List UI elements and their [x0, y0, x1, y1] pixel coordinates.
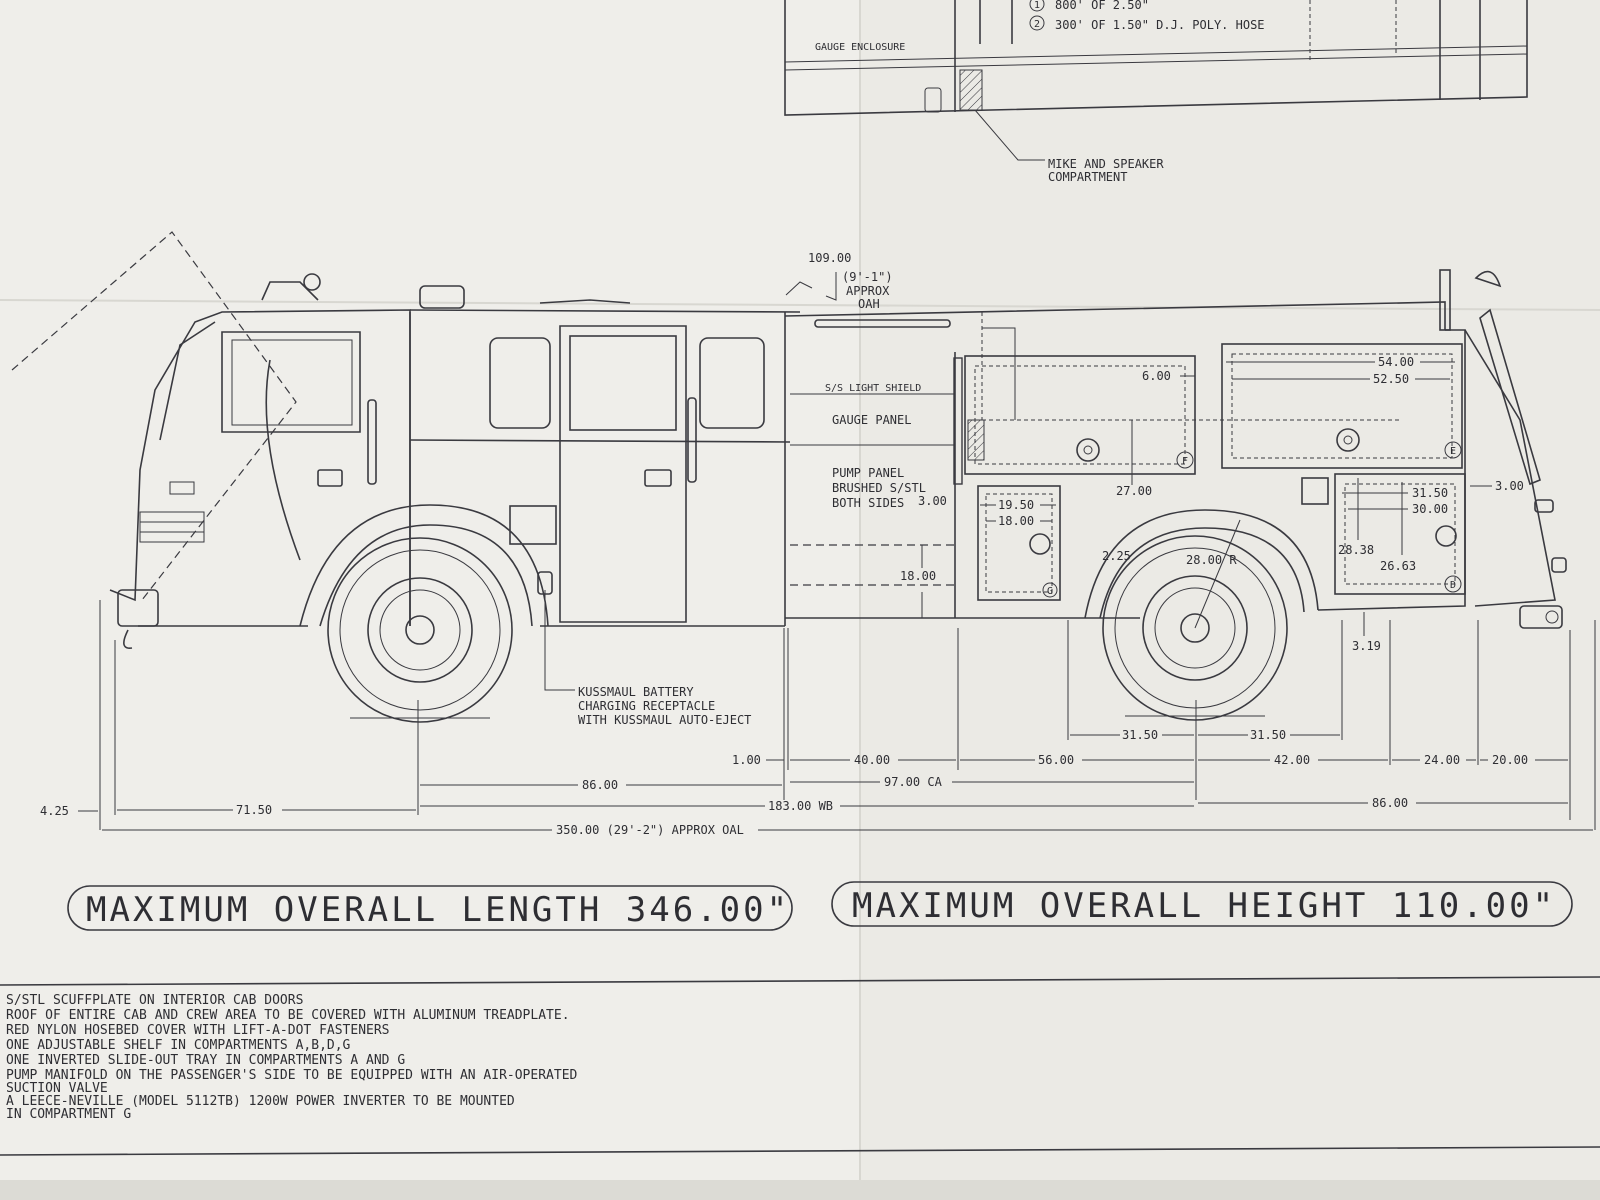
dim-30: 30.00: [1412, 502, 1448, 516]
dim-31-5-top: 31.50: [1412, 486, 1448, 500]
height-oah: OAH: [858, 297, 880, 311]
battery-label-3: WITH KUSSMAUL AUTO-EJECT: [578, 713, 751, 727]
dim-24: 24.00: [1424, 753, 1460, 767]
dim-3-19: 3.19: [1352, 639, 1381, 653]
dim-26-63: 26.63: [1380, 559, 1416, 573]
note-line-6: PUMP MANIFOLD ON THE PASSENGER'S SIDE TO…: [6, 1068, 578, 1083]
dim-3-left: 3.00: [918, 494, 947, 508]
dim-86-b: 86.00: [1372, 796, 1408, 810]
note-line-3: RED NYLON HOSEBED COVER WITH LIFT-A-DOT …: [6, 1023, 390, 1038]
compartment-g-label: G: [1047, 586, 1053, 597]
battery-label-1: KUSSMAUL BATTERY: [578, 685, 694, 699]
rear-wheel: [1102, 519, 1288, 721]
gauge-panel-label: GAUGE PANEL: [832, 413, 911, 427]
max-length-callout: MAXIMUM OVERALL LENGTH 346.00": [86, 890, 790, 930]
pump-panel-label-3: BOTH SIDES: [832, 496, 904, 510]
dim-54: 54.00: [1378, 355, 1414, 369]
note-line-8: A LEECE-NEVILLE (MODEL 5112TB) 1200W POW…: [6, 1094, 515, 1109]
height-feet: (9'-1"): [842, 270, 893, 284]
dim-28-r: 28.00 R: [1186, 553, 1237, 567]
gauge-enclosure-label: GAUGE ENCLOSURE: [815, 42, 905, 53]
dim-6: 6.00: [1142, 369, 1171, 383]
dim-56: 56.00: [1038, 753, 1074, 767]
dim-28-38: 28.38: [1338, 543, 1374, 557]
notes-bottom-rule: [0, 1146, 1600, 1156]
note-line-1: S/STL SCUFFPLATE ON INTERIOR CAB DOORS: [6, 993, 303, 1008]
cab-tilt-outline: [11, 231, 297, 601]
dim-27: 27.00: [1116, 484, 1152, 498]
dim-20: 20.00: [1492, 753, 1528, 767]
table-edge: [0, 1180, 1600, 1200]
mike-speaker-label: MIKE AND SPEAKER: [1048, 157, 1164, 171]
dim-2-25: 2.25: [1102, 549, 1131, 563]
note-line-5: ONE INVERTED SLIDE-OUT TRAY IN COMPARTME…: [6, 1053, 405, 1068]
note-line-4: ONE ADJUSTABLE SHELF IN COMPARTMENTS A,B…: [6, 1038, 351, 1053]
dim-42: 42.00: [1274, 753, 1310, 767]
front-wheel: [327, 537, 513, 723]
paper-panel-left: [0, 0, 860, 1200]
compartment-f-label: F: [1182, 456, 1188, 467]
dim-19-5: 19.50: [998, 498, 1034, 512]
dim-1: 1.00: [732, 753, 761, 767]
battery-label-2: CHARGING RECEPTACLE: [578, 699, 715, 713]
dim-86-a: 86.00: [582, 778, 618, 792]
dim-31-5-b: 31.50: [1250, 728, 1286, 742]
spec-notes: S/STL SCUFFPLATE ON INTERIOR CAB DOORS R…: [6, 993, 578, 1122]
note-line-9: IN COMPARTMENT G: [6, 1107, 131, 1122]
dim-71-5: 71.50: [236, 803, 272, 817]
dim-3-right: 3.00: [1495, 479, 1524, 493]
dim-52-5: 52.50: [1373, 372, 1409, 386]
pump-panel-label-1: PUMP PANEL: [832, 466, 904, 480]
dim-18-0: 18.00: [998, 514, 1034, 528]
notes-divider: [0, 976, 1600, 986]
hose-1-number: 1: [1034, 0, 1040, 11]
hose-2-number: 2: [1034, 19, 1040, 30]
pump-panel-label-2: BRUSHED S/STL: [832, 481, 926, 495]
compartment-e-label: E: [1450, 446, 1456, 457]
dim-350-oal: 350.00 (29'-2") APPROX OAL: [556, 823, 744, 837]
note-line-2: ROOF OF ENTIRE CAB AND CREW AREA TO BE C…: [6, 1008, 570, 1023]
hose-1-label: 800' OF 2.50": [1055, 0, 1149, 12]
dim-97-ca: 97.00 CA: [884, 775, 943, 789]
dim-31-5-a: 31.50: [1122, 728, 1158, 742]
max-dimension-callouts: MAXIMUM OVERALL LENGTH 346.00" MAXIMUM O…: [67, 881, 1573, 931]
max-height-callout: MAXIMUM OVERALL HEIGHT 110.00": [852, 886, 1556, 926]
dimension-lines: 31.50 31.50 1.00 40.00 56.00 42.00 24.00…: [40, 600, 1596, 837]
height-approx: APPROX: [846, 284, 890, 298]
top-detail-box: GAUGE ENCLOSURE 1 800' OF 2.50" 2 300' O…: [784, 0, 1528, 184]
compartment-d-label: D: [1450, 580, 1456, 591]
height-value: 109.00: [808, 251, 851, 265]
truck-side-view: F E G D: [11, 231, 1567, 723]
hose-2-label: 300' OF 1.50" D.J. POLY. HOSE: [1055, 18, 1265, 32]
paper-fold-horizontal: [0, 299, 1600, 311]
dim-4-25: 4.25: [40, 804, 69, 818]
note-line-7: SUCTION VALVE: [6, 1081, 108, 1096]
light-shield-label: S/S LIGHT SHIELD: [825, 383, 921, 394]
compartment-label: COMPARTMENT: [1048, 170, 1127, 184]
dim-40: 40.00: [854, 753, 890, 767]
dim-183-wb: 183.00 WB: [768, 799, 833, 813]
dim-18-bottom: 18.00: [900, 569, 936, 583]
body-labels: 109.00 (9'-1") APPROX OAH S/S LIGHT SHIE…: [544, 251, 1524, 727]
